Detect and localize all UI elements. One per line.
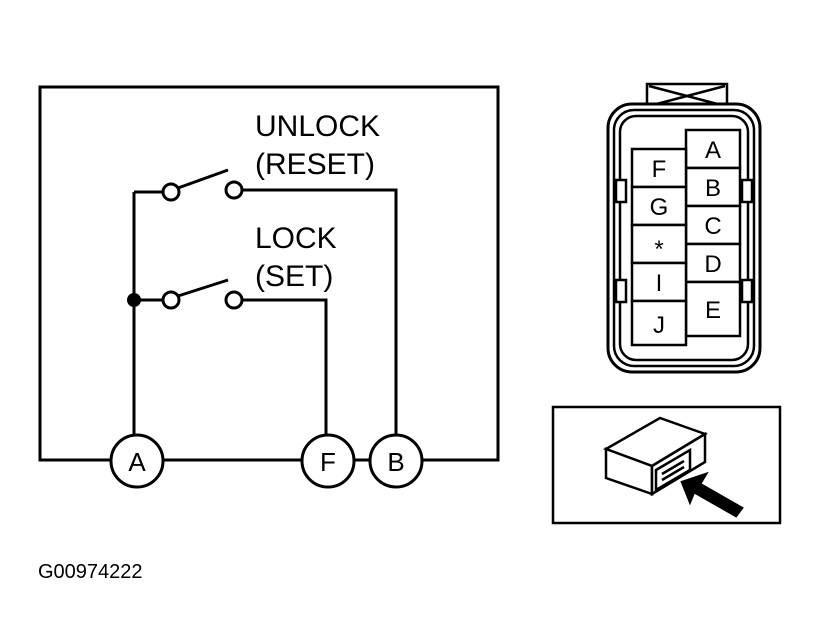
unlock-label: UNLOCK (255, 110, 380, 143)
svg-text:F: F (652, 156, 667, 183)
pin-d: D (684, 242, 742, 284)
arrow-icon (680, 471, 744, 518)
lock-switch (161, 278, 328, 436)
svg-text:J: J (653, 312, 665, 339)
svg-text:I: I (656, 270, 663, 297)
reset-label: (RESET) (255, 148, 375, 181)
terminal-f: F (300, 433, 356, 489)
module-icon (603, 416, 708, 497)
pin-c: C (684, 204, 742, 246)
pin-f: F (630, 147, 688, 189)
locator-inset (551, 405, 782, 525)
right-pin-column: A B C D E (684, 128, 742, 338)
svg-text:*: * (654, 236, 663, 263)
svg-text:A: A (128, 447, 146, 477)
svg-text:B: B (705, 175, 721, 202)
pin-i: I (630, 261, 688, 303)
left-pin-column: F G * I J (630, 147, 688, 347)
svg-text:F: F (320, 447, 336, 477)
terminal-a: A (109, 433, 165, 489)
pin-blank: * (630, 223, 688, 265)
pin-g: G (630, 185, 688, 227)
lock-label: LOCK (255, 222, 337, 255)
outer-wire (38, 85, 500, 462)
pin-j: J (630, 299, 688, 347)
junction-dot (127, 293, 141, 307)
svg-text:D: D (704, 251, 721, 278)
svg-text:A: A (705, 137, 721, 164)
pin-e: E (684, 280, 742, 338)
pin-a: A (684, 128, 742, 170)
svg-text:C: C (704, 213, 721, 240)
schematic (38, 85, 500, 462)
svg-text:G: G (650, 194, 669, 221)
set-label: (SET) (255, 260, 333, 293)
figure-id: G00974222 (38, 561, 143, 583)
svg-text:B: B (387, 447, 404, 477)
terminal-b: B (368, 433, 424, 489)
pin-b: B (684, 166, 742, 208)
unlock-switch (161, 168, 398, 436)
svg-text:E: E (705, 297, 721, 324)
